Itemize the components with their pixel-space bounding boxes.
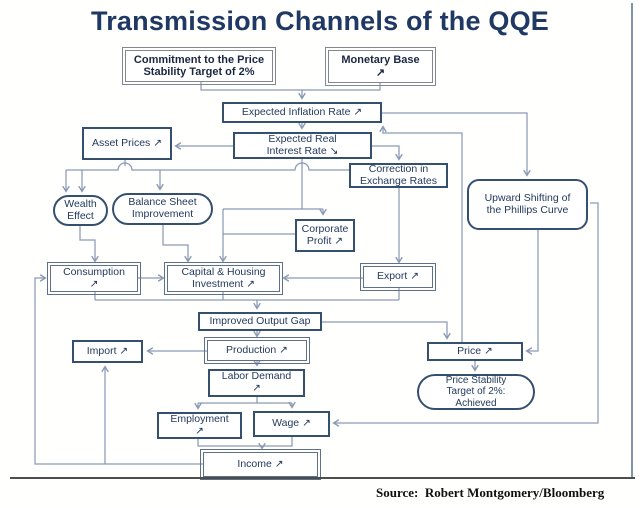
node-monetary-base: Monetary Base ↗ (325, 47, 436, 86)
node-price: Price ↗ (427, 342, 523, 361)
connector-arrow (162, 225, 192, 263)
node-wage: Wage ↗ (253, 411, 330, 437)
node-balance-sheet: Balance Sheet Improvement (112, 193, 213, 225)
connector-arrow (372, 145, 403, 161)
node-expected-inflation-rate: Expected Inflation Rate ↗ (222, 102, 382, 123)
node-labor-demand: Labor Demand ↗ (208, 369, 305, 397)
bottom-rule (10, 477, 635, 479)
connector-arrow (379, 125, 463, 342)
connector-arrow (382, 112, 531, 177)
node-commitment: Commitment to the Price Stability Target… (122, 47, 276, 85)
right-frame-line (631, 3, 633, 478)
source-credit: Source: Robert Montgomery/Bloomberg (376, 485, 605, 500)
connector (200, 82, 381, 91)
node-corporate-profit: Corporate Profit ↗ (295, 219, 355, 252)
node-correction-exchange-rates: Correction in Exchange Rates (349, 163, 448, 188)
connector (66, 162, 349, 171)
node-improved-output-gap: Improved Output Gap (198, 312, 322, 331)
node-asset-prices: Asset Prices ↗ (82, 127, 172, 160)
connector-arrow (322, 321, 451, 340)
connector-arrow (332, 202, 599, 427)
connector-arrow (34, 274, 203, 465)
node-income: Income ↗ (200, 449, 321, 480)
connector-arrow (79, 226, 99, 263)
node-phillips-curve: Upward Shifting of the Phillips Curve (467, 179, 588, 230)
diagram-title: Transmission Channels of the QQE (91, 6, 549, 36)
connector (223, 159, 323, 235)
node-expected-real-interest-rate: Expected Real Interest Rate ↘ (233, 132, 372, 159)
connector (198, 397, 292, 404)
node-employment: Employment ↗ (157, 412, 242, 439)
connector (94, 288, 400, 301)
node-export: Export ↗ (360, 263, 436, 291)
node-import: Import ↗ (72, 340, 143, 363)
node-consumption: Consumption ↗ (47, 262, 141, 295)
node-price-stability-achieved: Price Stability Target of 2%: Achieved (417, 374, 535, 410)
node-production: Production ↗ (204, 337, 310, 364)
node-capital-housing: Capital & Housing Investment ↗ (164, 262, 283, 295)
connector-arrow (525, 230, 539, 355)
node-wealth-effect: Wealth Effect (53, 195, 108, 226)
connector (197, 437, 293, 447)
